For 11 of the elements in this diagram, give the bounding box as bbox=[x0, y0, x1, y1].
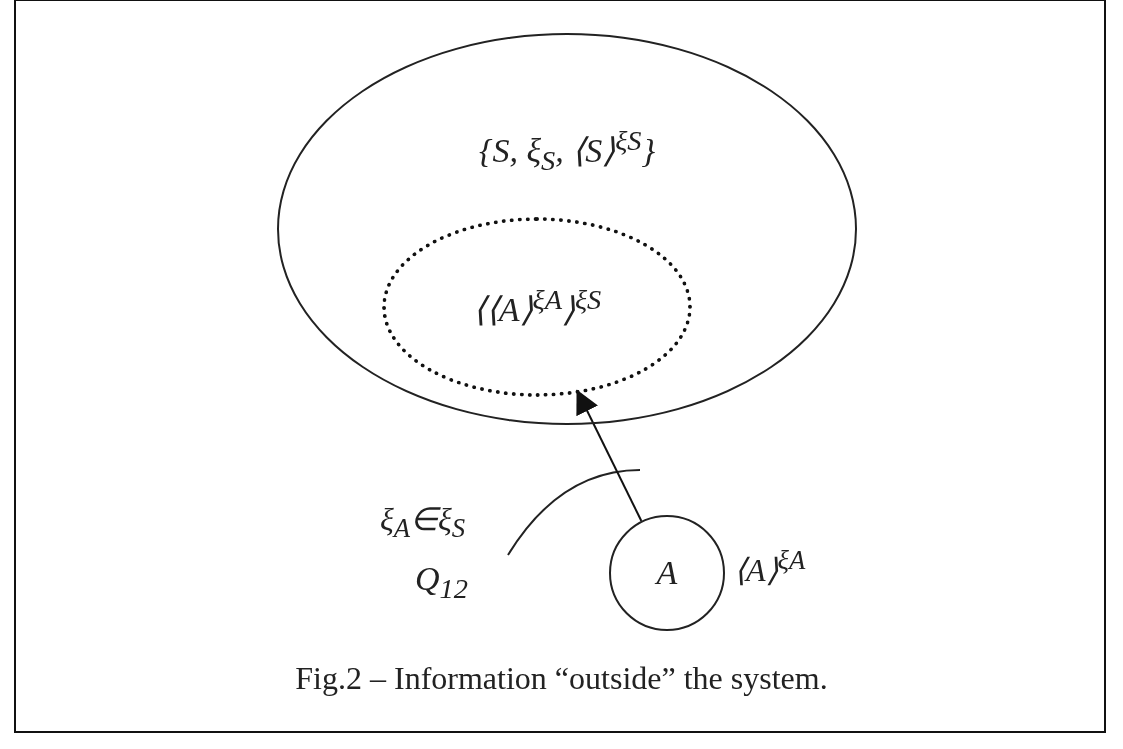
node-annotation: ⟨A⟩$^{ξA}$ bbox=[734, 545, 806, 589]
dotted-ellipse bbox=[382, 217, 692, 397]
arrow bbox=[576, 389, 643, 522]
formula-label: ξ$_{A}$∈ξ$_{S}$ bbox=[380, 500, 466, 545]
circle-node bbox=[609, 515, 725, 631]
node-label: {S, ξ$_{S}$, ⟨S⟩$^{ξS}$} bbox=[478, 125, 656, 178]
node-label: ⟨⟨A⟩$^{ξA}$⟩$^{ξS}$ bbox=[472, 284, 602, 330]
figure-caption: Fig.2 – Information “outside” the system. bbox=[294, 660, 829, 697]
ellipse-node bbox=[277, 33, 857, 425]
formula-label: Q$_{12}$ bbox=[415, 560, 468, 605]
node-label: A bbox=[656, 554, 678, 592]
